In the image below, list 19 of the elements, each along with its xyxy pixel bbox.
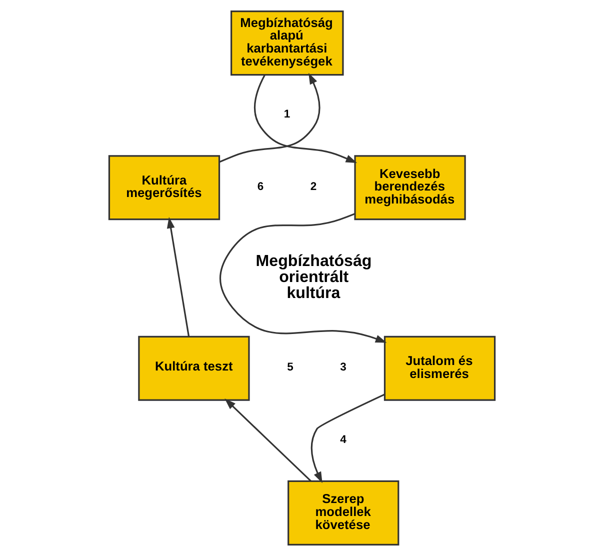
node-box: Kultúra teszt [138, 336, 250, 401]
node-box: Kultúra megerősítés [108, 155, 220, 220]
label: 3 [340, 362, 346, 374]
node-box: Megbízhatóság alapú karbantartási tevékenységek [230, 10, 344, 76]
node-box: Szerep modellek követése [287, 480, 399, 546]
node-box: Jutalom és elismerés [383, 336, 496, 401]
label: 4 [340, 434, 346, 446]
arrow [310, 394, 384, 484]
arrow [218, 72, 320, 163]
arrow [254, 74, 357, 163]
label: 1 [283, 108, 290, 121]
label: 6 [256, 180, 264, 193]
arrow [219, 213, 386, 343]
node-box: Kevesebb berendezés meghibásodás [354, 155, 466, 220]
label: 2 [310, 180, 316, 193]
arrow [166, 217, 190, 336]
label: 5 [286, 362, 293, 374]
arrow [224, 398, 312, 482]
label: Megbízhatóság orientrált kultúra [255, 252, 372, 302]
